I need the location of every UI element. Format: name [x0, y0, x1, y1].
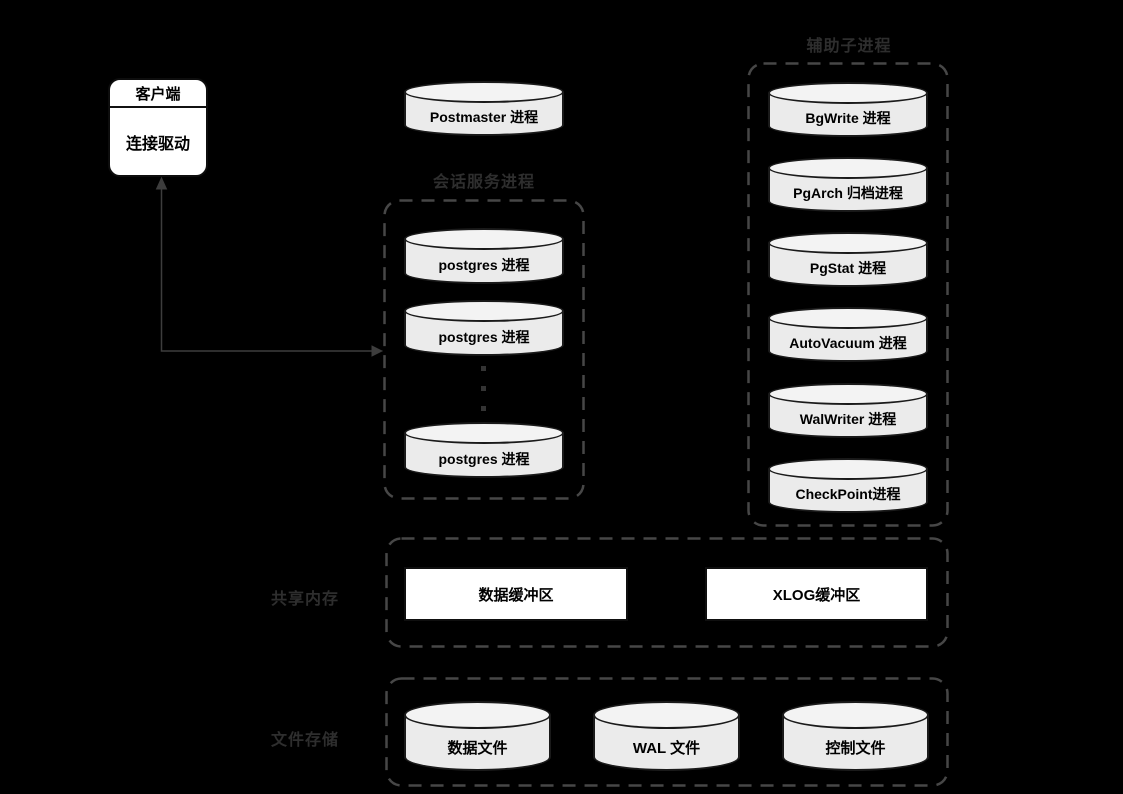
dot: [481, 386, 486, 391]
postgres-label: postgres 进程: [438, 257, 530, 273]
cylinder-top-ellipse: [593, 701, 740, 729]
postmaster-cylinder: Postmaster 进程: [404, 81, 564, 136]
postgres-cylinder-1: postgres 进程: [404, 228, 564, 284]
pgarch-cylinder: PgArch 归档进程: [768, 157, 928, 212]
postgres-cylinder-2: postgres 进程: [404, 300, 564, 356]
checkpoint-label: CheckPoint进程: [795, 486, 901, 502]
cylinder-top-ellipse: [768, 383, 928, 405]
cylinder-top-ellipse: [768, 157, 928, 179]
autovacuum-label: AutoVacuum 进程: [789, 335, 907, 351]
session-group-label: 会话服务进程: [432, 174, 535, 191]
cylinder-top-ellipse: [768, 458, 928, 480]
checkpoint-cylinder: CheckPoint进程: [768, 458, 928, 513]
postmaster-label: Postmaster 进程: [429, 109, 539, 125]
file-storage-label: 文件存储: [270, 732, 339, 749]
aux-group-box: [747, 62, 949, 527]
postgres-label: postgres 进程: [438, 451, 530, 467]
dot: [481, 406, 486, 411]
shared-memory-label: 共享内存: [270, 591, 339, 608]
pgarch-label: PgArch 归档进程: [793, 185, 903, 201]
cylinder-top-ellipse: [404, 701, 551, 729]
client-session-connector-arrow: [155, 176, 384, 357]
cylinder-top-ellipse: [404, 422, 564, 444]
client-box-title: 客户端: [110, 80, 206, 108]
cylinder-top-ellipse: [768, 82, 928, 104]
control-file-label: 控制文件: [825, 740, 886, 757]
cylinder-top-ellipse: [404, 228, 564, 250]
control-file-cylinder: 控制文件: [782, 701, 929, 771]
pgstat-cylinder: PgStat 进程: [768, 232, 928, 287]
shared-memory-box: [385, 537, 949, 648]
cylinder-top-ellipse: [404, 81, 564, 103]
postgres-label: postgres 进程: [438, 329, 530, 345]
autovacuum-cylinder: AutoVacuum 进程: [768, 307, 928, 362]
cylinder-top-ellipse: [404, 300, 564, 322]
ellipsis-dots: [481, 366, 486, 411]
cylinder-top-ellipse: [768, 232, 928, 254]
bgwrite-label: BgWrite 进程: [805, 110, 891, 126]
walwriter-label: WalWriter 进程: [799, 411, 897, 427]
cylinder-top-ellipse: [768, 307, 928, 329]
data-file-label: 数据文件: [447, 740, 508, 757]
aux-group-label: 辅助子进程: [806, 38, 892, 55]
client-box-body: 连接驱动: [125, 135, 190, 153]
wal-file-cylinder: WAL 文件: [593, 701, 740, 771]
pgstat-label: PgStat 进程: [809, 260, 887, 276]
xlog-buffer-block: XLOG缓冲区: [705, 567, 928, 621]
dot: [481, 366, 486, 371]
file-storage-box: [385, 677, 949, 787]
client-box: 客户端 连接驱动: [108, 78, 208, 177]
bgwrite-cylinder: BgWrite 进程: [768, 82, 928, 137]
cylinder-top-ellipse: [782, 701, 929, 729]
walwriter-cylinder: WalWriter 进程: [768, 383, 928, 438]
wal-file-label: WAL 文件: [632, 740, 701, 757]
postgres-cylinder-3: postgres 进程: [404, 422, 564, 478]
data-file-cylinder: 数据文件: [404, 701, 551, 771]
data-buffer-block: 数据缓冲区: [404, 567, 628, 621]
